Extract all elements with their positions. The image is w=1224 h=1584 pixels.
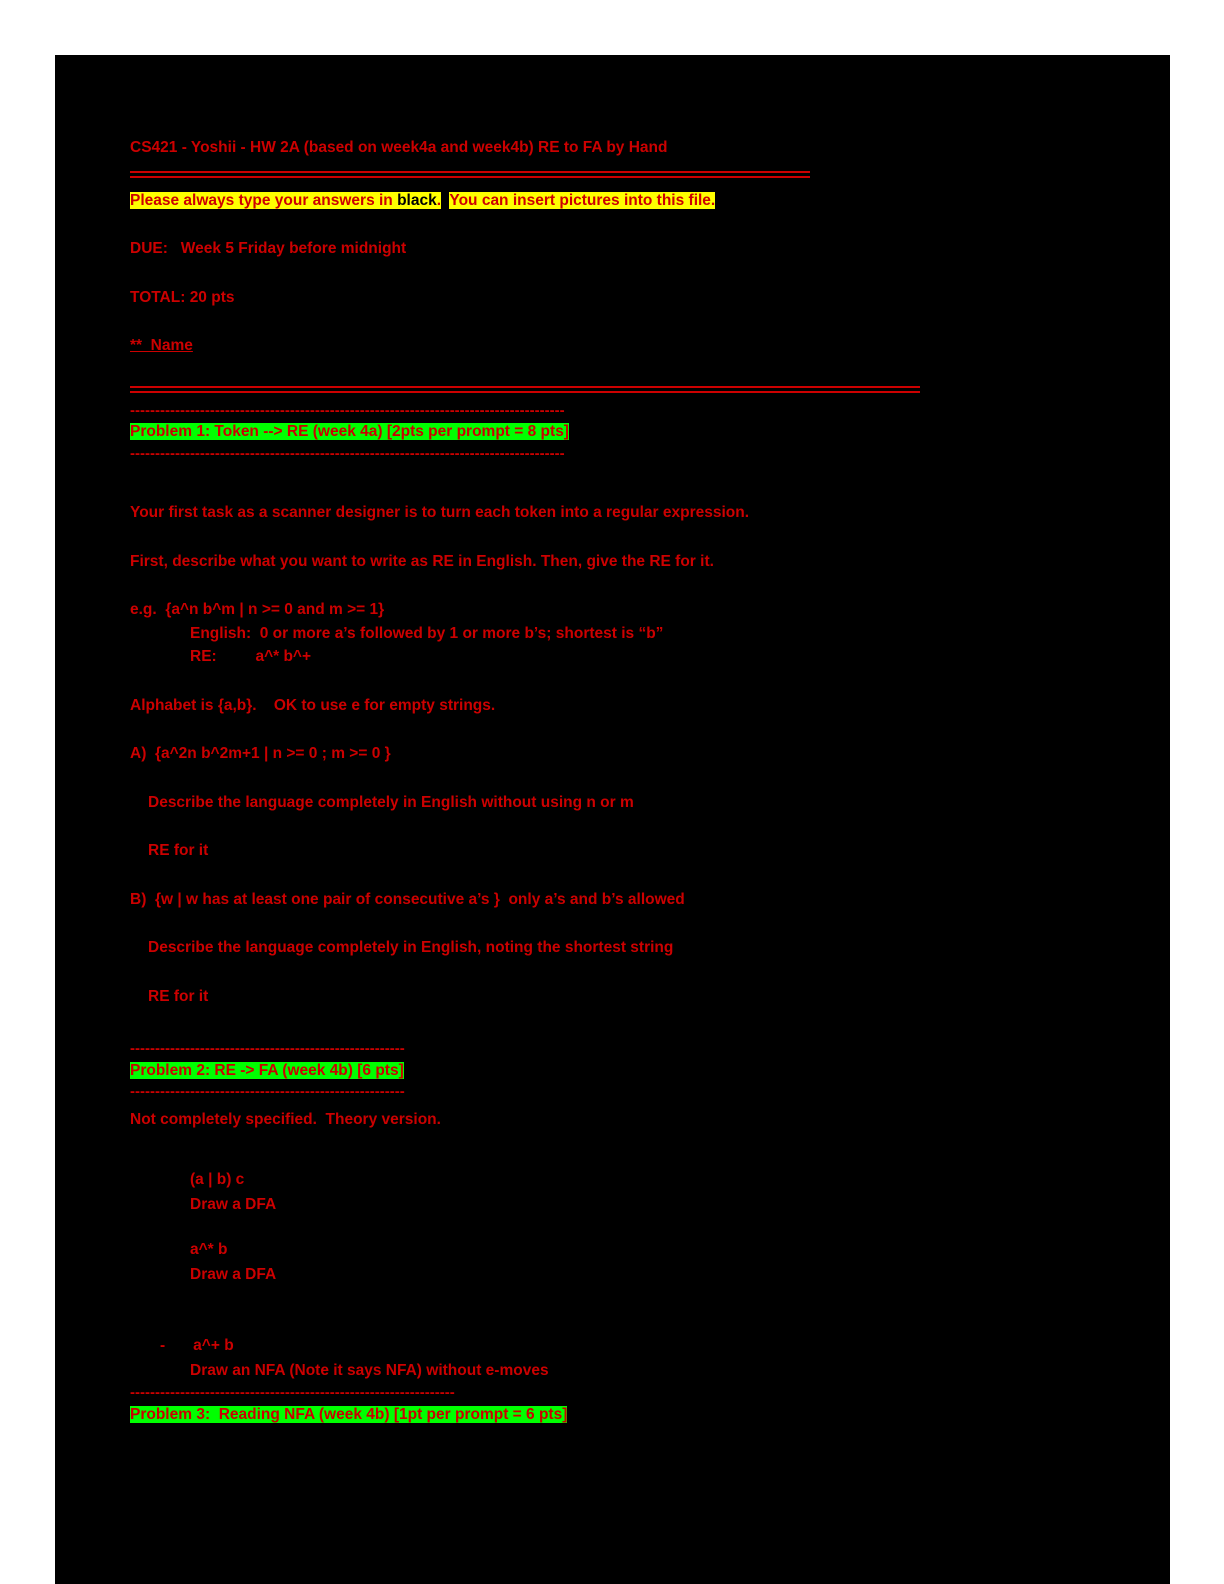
- dash-separator-2: ----------------------------------------…: [130, 444, 565, 462]
- p2-regex-3-bullet: -: [160, 1337, 166, 1354]
- p1-intro-2: First, describe what you want to write a…: [130, 552, 714, 570]
- spacer: [130, 713, 1110, 746]
- p2-regex-3-task: Draw an NFA (Note it says NFA) without e…: [190, 1361, 549, 1379]
- p1-part-b: B) {w | w has at least one pair of conse…: [130, 890, 685, 908]
- dash-separator-5: ----------------------------------------…: [130, 1384, 455, 1401]
- p2-regex-1-task: Draw a DFA: [190, 1195, 277, 1213]
- spacer: [130, 1127, 1110, 1172]
- problem-3-heading-row: Problem 3: Reading NFA (week 4b) [1pt pe…: [130, 1405, 1110, 1423]
- document-body: CS421 - Yoshii - HW 2A (based on week4a …: [130, 139, 1110, 1423]
- spacer: [130, 665, 1110, 698]
- spacer: [130, 208, 1110, 241]
- p1-part-b-re: RE for it: [148, 987, 209, 1005]
- notice-part1: Please always type your answers in: [130, 191, 398, 209]
- spacer: [130, 1099, 1110, 1112]
- spacer: [130, 178, 1110, 193]
- p1-example-english: English: 0 or more a’s followed by 1 or …: [190, 624, 664, 642]
- spacer: [130, 1188, 1110, 1197]
- p2-regex-2-task: Draw a DFA: [190, 1265, 277, 1283]
- spacer: [130, 305, 1110, 338]
- p1-part-b-describe: Describe the language completely in Engl…: [148, 939, 674, 956]
- p1-part-a-describe: Describe the language completely in Engl…: [148, 793, 634, 811]
- dash-separator-4: ----------------------------------------…: [130, 1083, 405, 1100]
- p2-regex-1: (a | b) c: [190, 1171, 245, 1188]
- p2-regex-3-row: - a^+ b: [130, 1338, 1110, 1354]
- spacer: [130, 257, 1110, 290]
- due-line: DUE: Week 5 Friday before midnight: [130, 240, 407, 257]
- notice-period: .: [436, 191, 442, 209]
- p1-intro-1: Your first task as a scanner designer is…: [130, 504, 750, 521]
- spacer: [130, 156, 1110, 171]
- p1-example-re: RE: a^* b^+: [190, 648, 312, 665]
- p1-alphabet: Alphabet is {a,b}. OK to use e for empty…: [130, 696, 496, 714]
- problem-1-heading: Problem 1: Token --> RE (week 4a) [2pts …: [130, 423, 569, 440]
- spacer: [130, 1282, 1110, 1338]
- total-line: TOTAL: 20 pts: [130, 288, 235, 306]
- document-page: CS421 - Yoshii - HW 2A (based on week4a …: [55, 55, 1170, 1584]
- p2-regex-3: a^+ b: [193, 1337, 234, 1354]
- dash-separator-3: ----------------------------------------…: [130, 1040, 405, 1057]
- spacer: [130, 569, 1110, 602]
- p2-regex-2: a^* b: [190, 1241, 228, 1258]
- spacer: [130, 1004, 1110, 1042]
- problem-1-heading-row: Problem 1: Token --> RE (week 4a) [2pts …: [130, 423, 1110, 440]
- problem-2-heading: Problem 2: RE -> FA (week 4b) [6 pts]: [130, 1061, 404, 1079]
- document-title: CS421 - Yoshii - HW 2A (based on week4a …: [130, 139, 668, 156]
- section-double-rule: [130, 385, 920, 393]
- spacer: [130, 354, 1110, 386]
- spacer: [130, 1258, 1110, 1267]
- spacer: [130, 956, 1110, 989]
- spacer: [130, 762, 1110, 795]
- spacer: [130, 907, 1110, 940]
- spacer: [130, 521, 1110, 554]
- problem-2-heading-row: Problem 2: RE -> FA (week 4b) [6 pts]: [130, 1061, 1110, 1079]
- spacer: [130, 859, 1110, 892]
- notice-line: Please always type your answers in black…: [130, 191, 1110, 209]
- problem-3-heading: Problem 3: Reading NFA (week 4b) [1pt pe…: [130, 1405, 568, 1423]
- p2-note: Not completely specified. Theory version…: [130, 1110, 441, 1128]
- p1-part-a-re: RE for it: [148, 842, 209, 859]
- spacer: [130, 1212, 1110, 1242]
- notice-part2: You can insert pictures into this file.: [449, 191, 716, 209]
- title-double-rule: [130, 170, 810, 178]
- spacer: [130, 460, 1110, 505]
- notice-black-word: black: [397, 191, 437, 209]
- spacer: [130, 810, 1110, 843]
- name-line: ** Name: [130, 338, 1110, 354]
- p1-part-a: A) {a^2n b^2m+1 | n >= 0 ; m >= 0 }: [130, 745, 391, 762]
- p1-example-set: e.g. {a^n b^m | n >= 0 and m >= 1}: [130, 601, 385, 618]
- name-label: ** Name: [130, 337, 193, 354]
- dash-separator-1: ----------------------------------------…: [130, 401, 565, 419]
